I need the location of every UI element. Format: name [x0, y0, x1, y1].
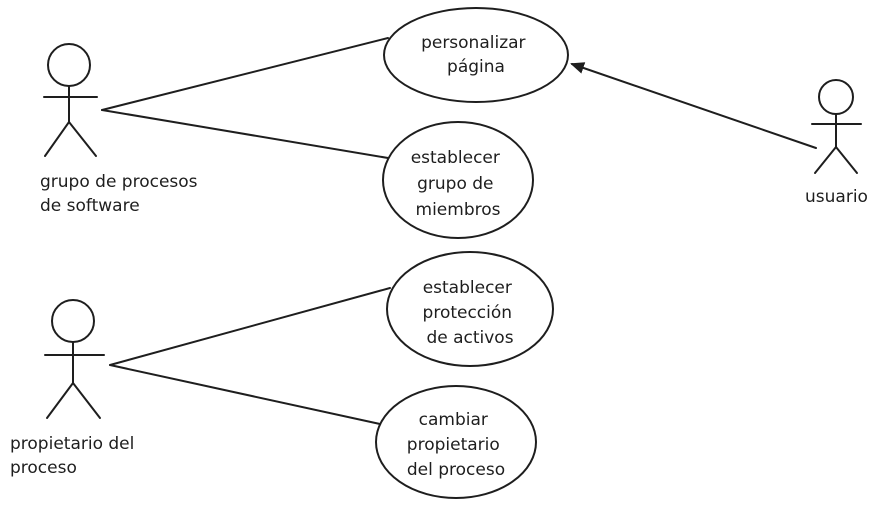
use-case-label-line: cambiar [419, 410, 488, 430]
use-case-label-line: propietario [407, 435, 500, 455]
use-case-ellipse [383, 7, 569, 103]
actor-left-leg [46, 382, 74, 419]
actor-usuario[interactable]: usuario [805, 79, 868, 207]
use-case-cambiar[interactable]: cambiar propietario del proceso [375, 385, 537, 499]
actor-right-leg [835, 146, 858, 174]
actor-label-line: grupo de procesos [40, 172, 198, 192]
use-case-label: establecer grupo de miembros [411, 148, 506, 220]
actor-label-line: propietario del [10, 434, 134, 454]
actor-head [818, 79, 854, 115]
association-grupo-personalizar [101, 37, 389, 111]
actor-right-leg [72, 382, 101, 419]
actor-head [51, 299, 95, 343]
use-case-label-line: grupo de [417, 174, 493, 194]
actor-grupo[interactable]: grupo de procesos de software [40, 43, 203, 216]
actor-propietario[interactable]: propietario del proceso [10, 299, 140, 478]
actor-left-leg [814, 146, 837, 174]
use-case-label: cambiar propietario del proceso [407, 410, 505, 480]
actor-label: grupo de procesos de software [40, 172, 203, 216]
use-case-label-line: establecer [411, 148, 500, 168]
use-case-label-line: personalizar [421, 33, 525, 53]
use-case-label-line: establecer [423, 278, 512, 298]
use-case-label: personalizar página [421, 33, 531, 77]
actor-right-leg [68, 121, 97, 157]
use-case-label-line: de activos [426, 328, 513, 348]
actor-label-line: proceso [10, 458, 77, 478]
use-case-label-line: página [447, 57, 505, 77]
actor-head [47, 43, 91, 87]
actor-left-leg [44, 121, 70, 157]
actor-label: usuario [805, 187, 868, 207]
use-case-label-line: protección [423, 303, 513, 323]
use-case-ellipse [375, 385, 537, 499]
association-propietario-proteccion [109, 287, 391, 366]
actor-label-line: de software [40, 196, 140, 216]
use-case-label-line: miembros [416, 200, 501, 220]
use-case-personalizar[interactable]: personalizar página [383, 7, 569, 103]
association-grupo-miembros [101, 109, 389, 159]
use-case-label-line: del proceso [407, 460, 505, 480]
associations [101, 37, 817, 425]
actor-label: propietario del proceso [10, 434, 140, 478]
use-case-label: establecer protección de activos [423, 278, 518, 348]
use-case-ellipse [386, 251, 554, 367]
use-case-ellipse [382, 121, 534, 239]
association-usuario-personalizar-arrow [570, 62, 817, 149]
use-case-proteccion[interactable]: establecer protección de activos [386, 251, 554, 367]
actor-label-line: usuario [805, 187, 868, 207]
use-case-miembros[interactable]: establecer grupo de miembros [382, 121, 534, 239]
association-propietario-cambiar [109, 364, 381, 425]
